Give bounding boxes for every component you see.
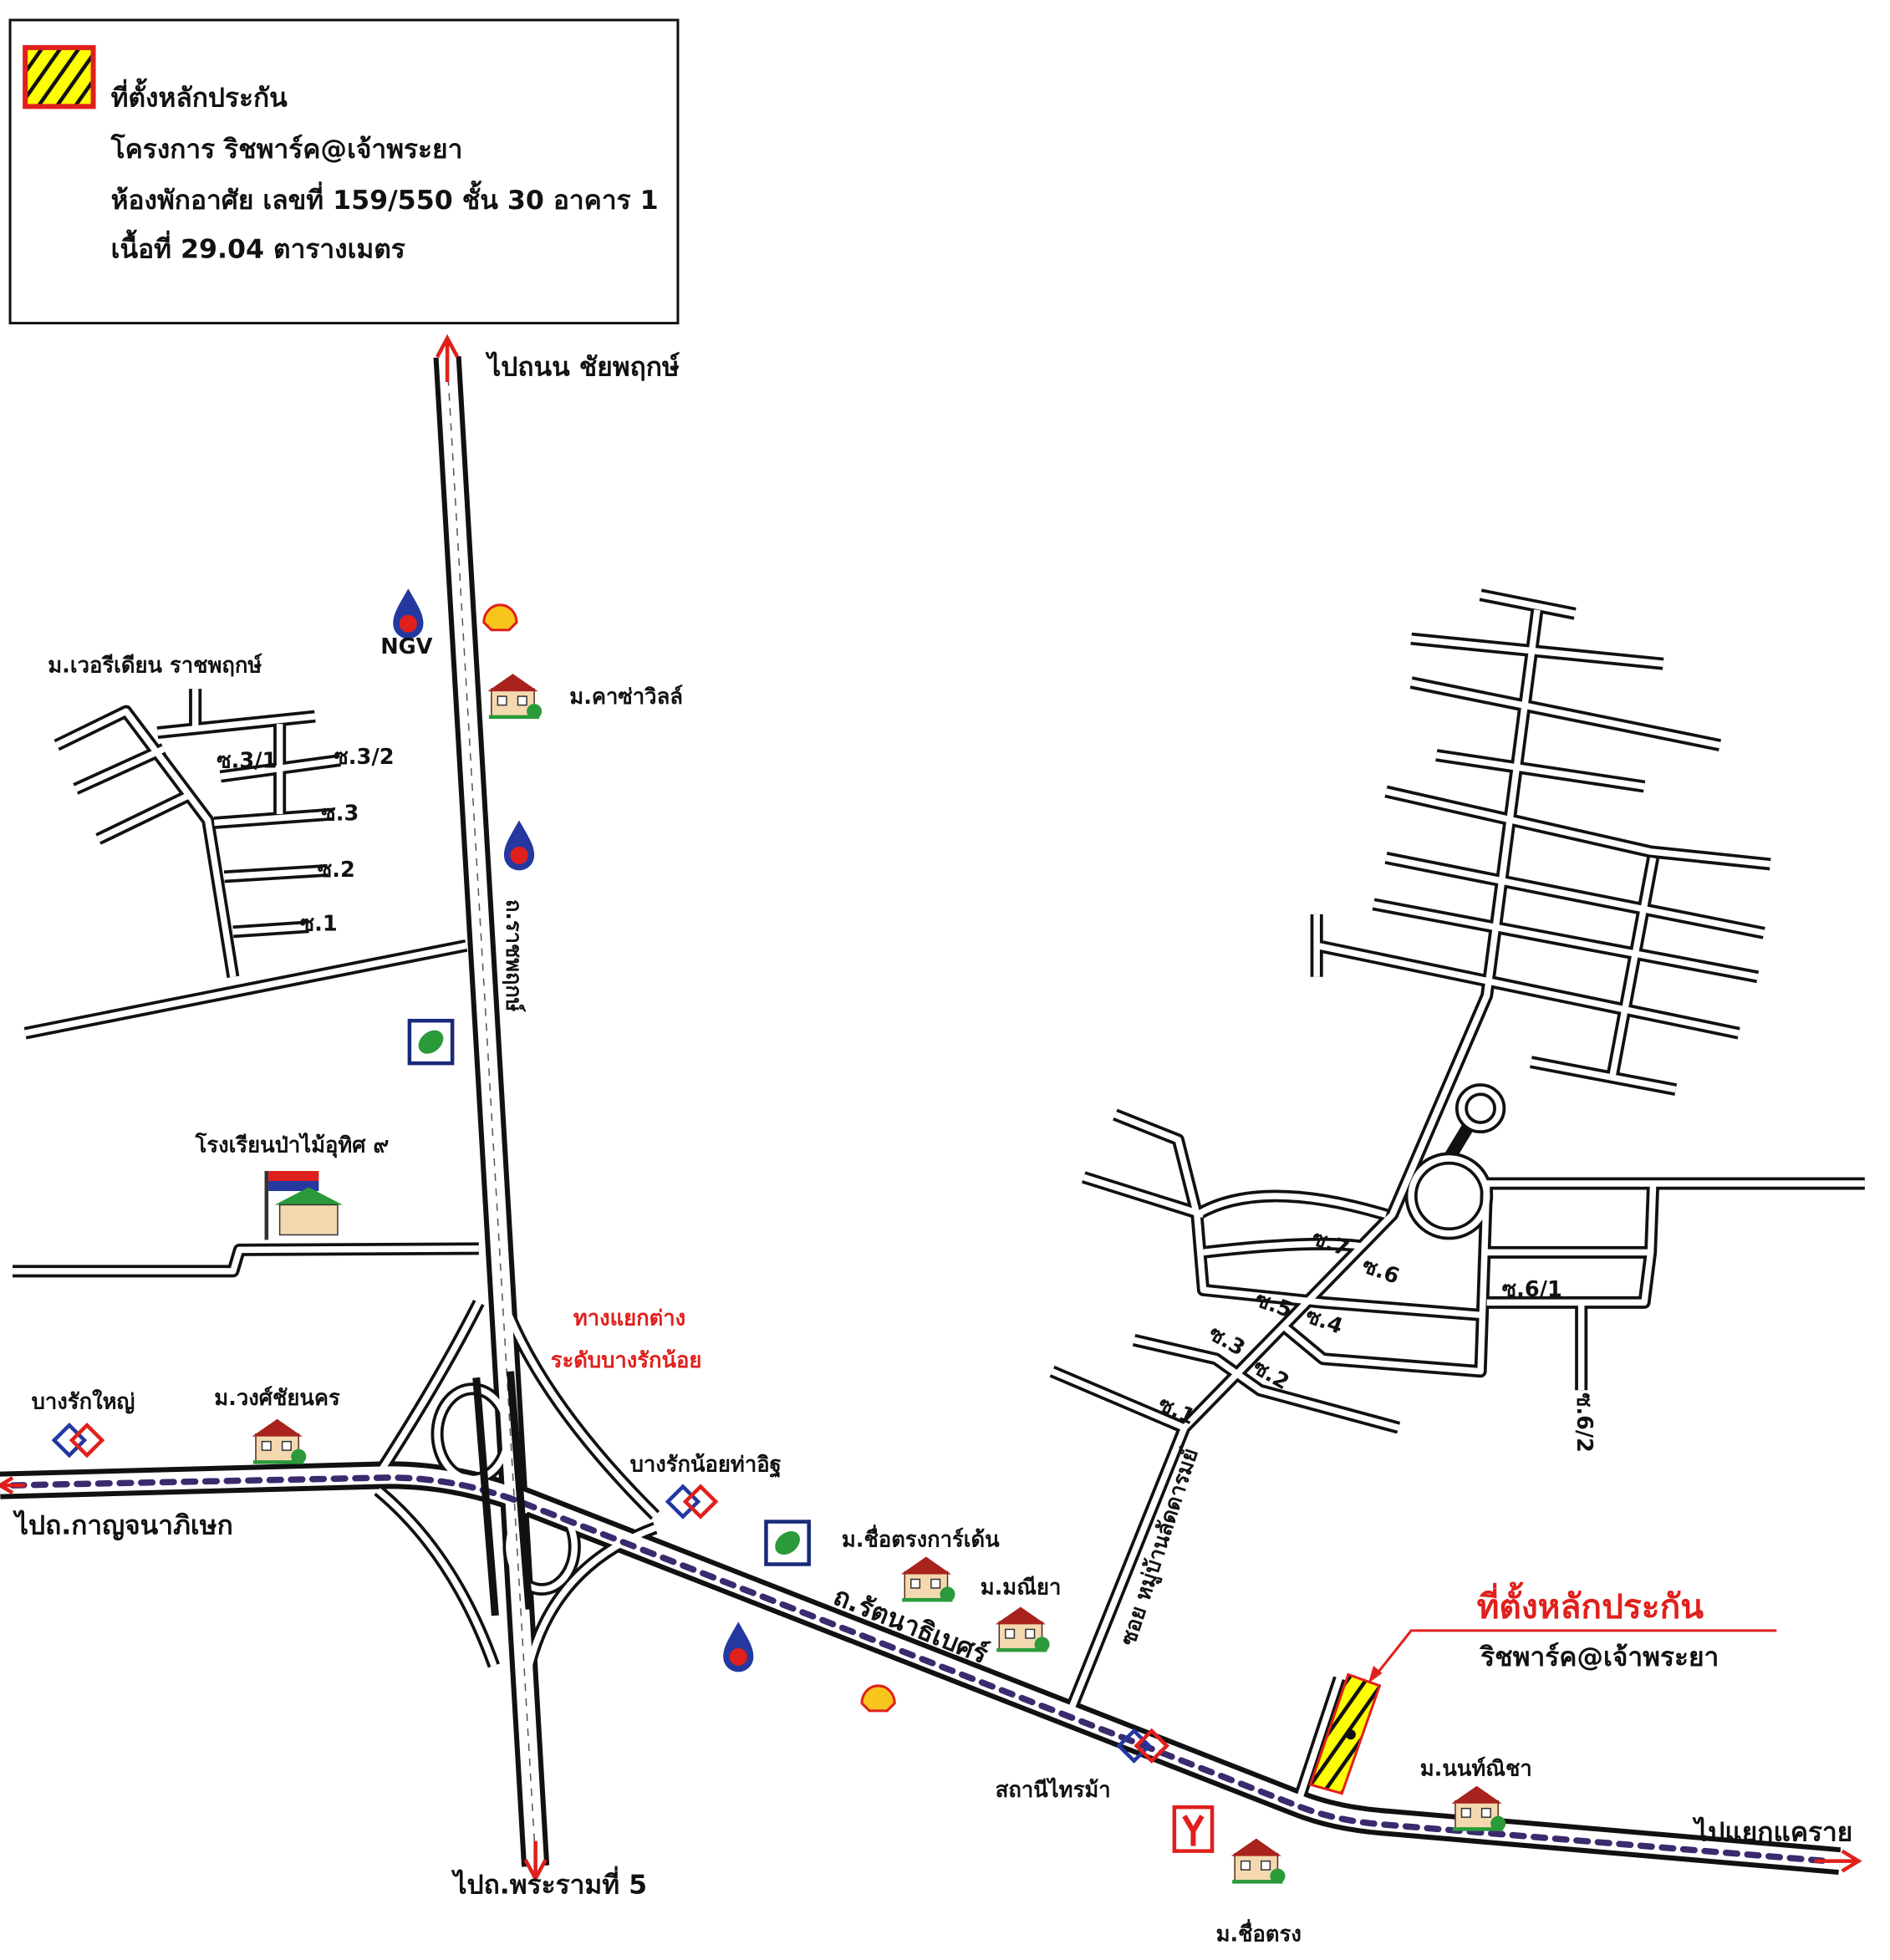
callout-arrow-icon xyxy=(1372,1629,1777,1679)
direction-west: ไปถ.กาญจนาภิเษก xyxy=(13,1510,233,1541)
ptt-ngv-icon xyxy=(393,588,424,639)
bts-bang-rak-yai-icon xyxy=(54,1425,102,1455)
label-maneeya: ม.มณียา xyxy=(981,1576,1062,1601)
house-icon xyxy=(251,1418,308,1465)
label-bang-rak-yai: บางรักใหญ่ xyxy=(32,1389,135,1415)
soi-label: ซ.2 xyxy=(318,858,355,883)
bangchak-icon xyxy=(410,1021,452,1063)
soi-label: ซ.1 xyxy=(300,911,338,936)
label-chuetrong: ม.ชื่อตรง xyxy=(1216,1919,1302,1947)
map-labels: ไปถนน ชัยพฤกษ์ ไปถ.พระรามที่ 5 ไปถ.กาญจน… xyxy=(13,352,1852,1947)
label-wong-chai: ม.วงศ์ชัยนคร xyxy=(214,1385,340,1411)
isuzu-icon xyxy=(1172,1805,1215,1853)
interchange-line1: ทางแยกต่าง xyxy=(573,1306,685,1331)
shell-icon xyxy=(482,603,518,632)
soi-label: ซ.3 xyxy=(321,802,359,827)
arrow-south-icon xyxy=(523,1840,548,1883)
direction-north: ไปถนน ชัยพฤกษ์ xyxy=(485,352,680,383)
label-chuetrong-garden: ม.ชื่อตรงการ์เด้น xyxy=(842,1525,1000,1553)
soi-label: ซ.6/1 xyxy=(1502,1277,1562,1302)
soi-label: ซ.6/2 xyxy=(1572,1392,1597,1453)
direction-arrows xyxy=(0,333,1862,1883)
rail-line xyxy=(9,1474,1831,1865)
label-school: โรงเรียนป่าไม้อุทิศ ๙ xyxy=(195,1133,390,1159)
label-sai-ma: สถานีไทรม้า xyxy=(996,1777,1111,1803)
direction-east: ไปแยกแคราย xyxy=(1692,1817,1852,1848)
soi-label: ซ.5 xyxy=(1251,1287,1296,1323)
soi-label: ซ.3/2 xyxy=(334,745,394,770)
school-icon xyxy=(264,1171,343,1240)
arrow-east-icon xyxy=(1814,1849,1862,1873)
legend-box: ที่ตั้งหลักประกัน โครงการ ริชพาร์ค@เจ้าพ… xyxy=(8,18,680,325)
site-pin-icon xyxy=(1345,1729,1356,1740)
callout-title: ที่ตั้งหลักประกัน xyxy=(1477,1581,1704,1627)
road-network xyxy=(0,356,1865,1876)
house-icon xyxy=(487,673,543,720)
collateral-site xyxy=(1308,1629,1777,1795)
legend-area: เนื้อที่ 29.04 ตารางเมตร xyxy=(111,230,405,265)
house-icon xyxy=(1450,1784,1507,1832)
label-bang-rak-noi: บางรักน้อยท่าอิฐ xyxy=(630,1453,782,1479)
house-icon xyxy=(1230,1837,1286,1885)
callout-subtitle: ริชพาร์ค@เจ้าพระยา xyxy=(1479,1642,1719,1672)
site-swatch xyxy=(23,44,96,109)
arrow-north-icon xyxy=(436,333,460,383)
label-veridian: ม.เวอรีเดียน ราชพฤกษ์ xyxy=(48,653,262,679)
soi-label: ซ.3/1 xyxy=(217,749,277,774)
road-ratchaphruek: ถ.ราชพฤกษ์ xyxy=(501,899,527,1012)
label-casaville: ม.คาซ่าวิลล์ xyxy=(569,684,683,710)
interchange-line2: ระดับบางรักน้อย xyxy=(551,1348,702,1373)
legend-title: ที่ตั้งหลักประกัน xyxy=(111,78,288,113)
soi-label: ซ.6 xyxy=(1359,1253,1403,1289)
ptt-icon xyxy=(503,820,535,871)
legend-unit: ห้องพักอาศัย เลขที่ 159/550 ชั้น 30 อาคา… xyxy=(111,181,659,216)
arrow-west-icon xyxy=(0,1476,26,1495)
shell-icon xyxy=(860,1684,896,1713)
label-nonnicha: ม.นนท์ณิชา xyxy=(1420,1756,1532,1782)
ptt-icon xyxy=(723,1621,754,1672)
bangchak-icon xyxy=(766,1522,808,1565)
label-ngv: NGV xyxy=(380,634,433,659)
direction-south: ไปถ.พระรามที่ 5 xyxy=(451,1866,648,1901)
bts-bang-rak-noi-icon xyxy=(668,1487,716,1517)
house-icon xyxy=(995,1606,1051,1653)
legend-project: โครงการ ริชพาร์ค@เจ้าพระยา xyxy=(110,133,463,165)
house-icon xyxy=(899,1555,956,1603)
